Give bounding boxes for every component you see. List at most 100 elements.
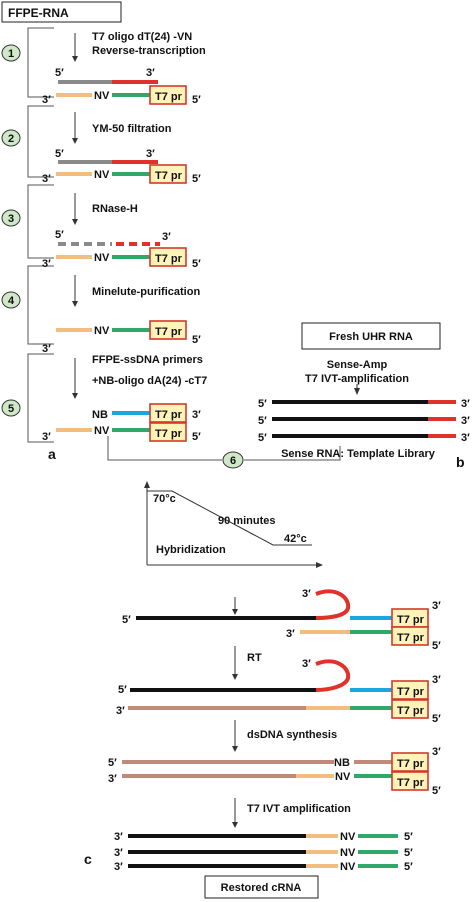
restored-crna-text: Restored cRNA <box>221 882 302 894</box>
arrow-head <box>72 56 78 62</box>
three-prime-label: 3′ <box>114 831 123 843</box>
arrow-head <box>72 393 78 399</box>
t7-promoter-box <box>391 699 429 719</box>
five-prime-label: 5′ <box>118 684 127 696</box>
duration-label: 90 minutes <box>218 515 275 527</box>
five-prime-label: 5′ <box>258 432 267 444</box>
nv-label: NV <box>340 861 356 873</box>
five-prime-label: 5′ <box>404 831 413 843</box>
merge-line-right <box>244 446 341 461</box>
nv-label: NV <box>340 831 356 843</box>
five-prime-label: 5′ <box>258 398 267 410</box>
three-prime-label: 3′ <box>192 409 201 421</box>
temp-high-label: 70°c <box>153 493 176 505</box>
t7-ivt-amp-label: T7 IVT amplification <box>247 803 351 815</box>
arrow-head <box>232 746 238 752</box>
t7-promoter-label: T7 pr <box>397 614 425 626</box>
five-prime-label: 5′ <box>192 94 201 106</box>
arrow-head <box>316 562 323 568</box>
arrow-head <box>232 609 238 615</box>
t7-promoter-label: T7 pr <box>155 409 183 421</box>
arrow-head <box>232 674 238 680</box>
t7-promoter-label: T7 pr <box>155 170 183 182</box>
bracket-step-4 <box>27 265 54 345</box>
fresh-rna-text: Fresh UHR RNA <box>329 331 413 343</box>
template-library-label: Sense RNA: Template Library <box>281 448 436 460</box>
step-number: 3 <box>8 213 14 225</box>
arrow-head <box>144 481 150 488</box>
t7-promoter-label: T7 pr <box>155 326 183 338</box>
step-number: 1 <box>8 48 14 60</box>
five-prime-label: 5′ <box>432 713 441 725</box>
t7-promoter-box <box>149 164 187 184</box>
five-prime-label: 5′ <box>192 334 201 346</box>
t7-ivt-label: T7 IVT-amplification <box>305 373 409 385</box>
arrow-head <box>354 388 360 395</box>
merge-line-left <box>107 436 222 461</box>
t7-promoter-box <box>149 320 187 340</box>
step-badge-5: 5 <box>1 399 21 417</box>
template-strands: 5′ 3′ 5′ 3′ 5′ 3′ <box>258 398 470 444</box>
five-prime-label: 5′ <box>122 614 131 626</box>
three-prime-label: 3′ <box>146 67 155 79</box>
restored-crna-strands: 3′ NV 5′ 3′ NV 5′ 3′ NV 5′ <box>114 831 413 873</box>
step-number: 4 <box>8 295 15 307</box>
five-prime-label: 5′ <box>192 258 201 270</box>
step-5-label-2: +NB-oligo dA(24) -cT7 <box>92 375 207 387</box>
t7-promoter-label: T7 pr <box>397 632 425 644</box>
three-prime-label: 3′ <box>42 173 51 185</box>
bracket-step-5 <box>27 353 54 443</box>
temp-low-label: 42°c <box>284 533 307 545</box>
three-prime-label: 3′ <box>461 398 470 410</box>
five-prime-label: 5′ <box>108 757 117 769</box>
panel-label-b: b <box>456 454 465 470</box>
nv-label: NV <box>94 252 110 264</box>
step-2-label: YM-50 filtration <box>92 123 172 135</box>
five-prime-label: 5′ <box>192 173 201 185</box>
step-4-label: Minelute-purification <box>92 286 200 298</box>
dsdna-label: dsDNA synthesis <box>247 729 337 741</box>
five-prime-label: 5′ <box>55 229 64 241</box>
t7-promoter-box <box>391 752 429 772</box>
step-number: 5 <box>8 403 14 415</box>
t7-promoter-box <box>391 771 429 791</box>
three-prime-label: 3′ <box>461 415 470 427</box>
t7-promoter-label: T7 pr <box>155 253 183 265</box>
five-prime-label: 5′ <box>404 861 413 873</box>
three-prime-label: 3′ <box>146 148 155 160</box>
t7-promoter-label: T7 pr <box>155 428 183 440</box>
three-prime-label: 3′ <box>432 674 441 686</box>
nv-label: NV <box>94 325 110 337</box>
t7-promoter-label: T7 pr <box>397 777 425 789</box>
three-prime-label: 3′ <box>108 773 117 785</box>
three-prime-label: 3′ <box>42 258 51 270</box>
three-prime-label: 3′ <box>114 861 123 873</box>
three-prime-label: 3′ <box>461 432 470 444</box>
three-prime-label: 3′ <box>432 746 441 758</box>
t7-promoter-box <box>149 403 187 423</box>
arrow-head <box>72 138 78 144</box>
five-prime-label: 5′ <box>55 67 64 79</box>
three-prime-label: 3′ <box>116 705 125 717</box>
title-box <box>1 1 122 23</box>
t7-promoter-label: T7 pr <box>397 758 425 770</box>
hairpin-red <box>315 659 351 692</box>
three-prime-label: 3′ <box>432 600 441 612</box>
t7-promoter-label: T7 pr <box>397 686 425 698</box>
arrow-head <box>72 301 78 307</box>
three-prime-label: 3′ <box>42 94 51 106</box>
temperature-profile-line <box>147 490 312 546</box>
panel-label-a: a <box>48 446 56 462</box>
step-5-label-1: FFPE-ssDNA primers <box>92 354 203 366</box>
panel-label-c: c <box>84 851 92 867</box>
step-badge-4: 4 <box>1 291 21 309</box>
step-3-label: RNase-H <box>92 203 138 215</box>
nb-label: NB <box>334 757 350 769</box>
three-prime-label: 3′ <box>114 847 123 859</box>
step-badge-2: 2 <box>1 129 21 147</box>
five-prime-label: 5′ <box>432 640 441 652</box>
hairpin-red <box>315 589 351 620</box>
arrow-head <box>232 822 238 828</box>
step-number: 6 <box>230 455 236 467</box>
three-prime-label: 3′ <box>286 628 295 640</box>
